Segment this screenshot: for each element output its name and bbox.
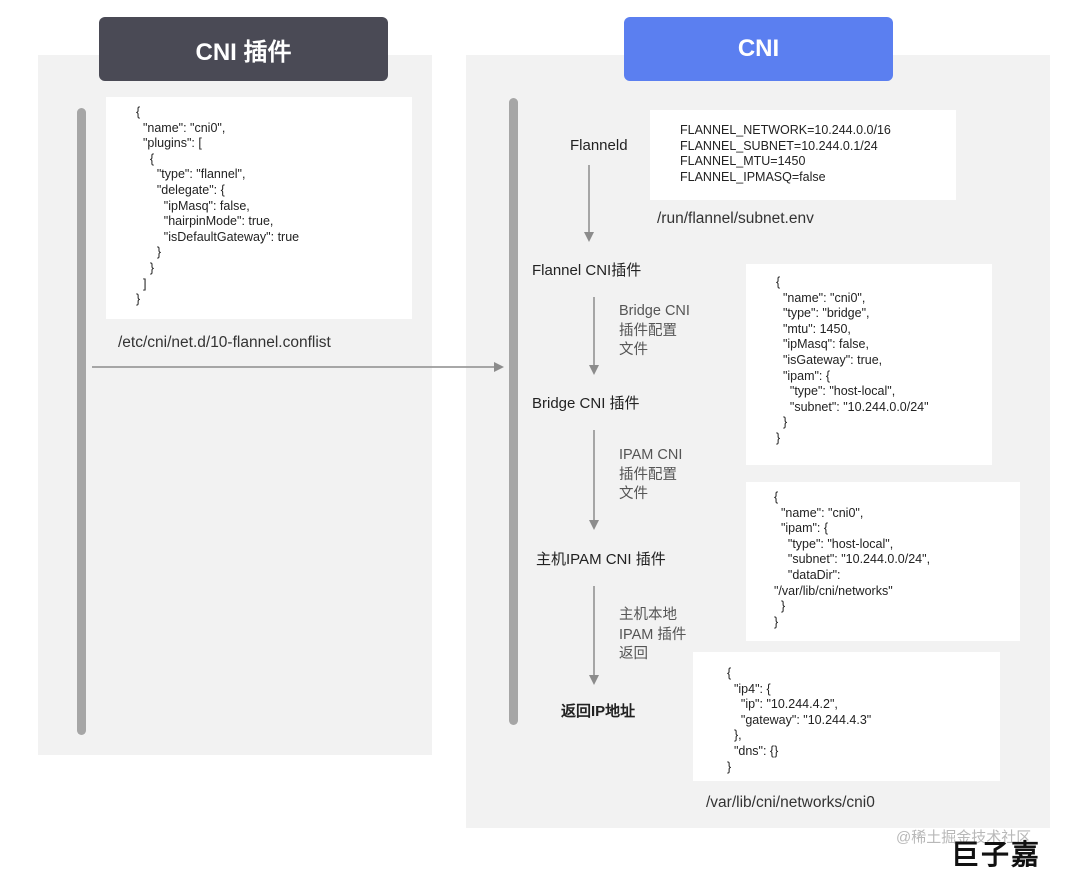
return-ip-address-label: 返回IP地址 <box>561 703 636 720</box>
subnet-env-path: /run/flannel/subnet.env <box>657 210 814 227</box>
cni-timeline-bar <box>509 98 518 725</box>
ipam-config-json: { "name": "cni0", "ipam": { "type": "hos… <box>746 482 1020 641</box>
cni-header: CNI <box>624 17 893 81</box>
subnet-env-box: FLANNEL_NETWORK=10.244.0.0/16 FLANNEL_SU… <box>650 110 956 200</box>
site-watermark: @稀土掘金技术社区 <box>896 829 1032 846</box>
flanneld-label: Flanneld <box>570 137 628 154</box>
ip-result-json: { "ip4": { "ip": "10.244.4.2", "gateway"… <box>693 652 1000 781</box>
flannel-conflist-path: /etc/cni/net.d/10-flannel.conflist <box>118 334 331 351</box>
host-ipam-cni-plugin-label: 主机IPAM CNI 插件 <box>536 551 666 568</box>
flannel-conflist-json: { "name": "cni0", "plugins": [ { "type":… <box>106 97 412 319</box>
ipam-config-note: IPAM CNI 插件配置 文件 <box>619 447 683 502</box>
cni-plugin-timeline-bar <box>77 108 86 735</box>
host-ipam-return-note: 主机本地 IPAM 插件 返回 <box>619 607 687 662</box>
ip-result-path: /var/lib/cni/networks/cni0 <box>706 794 875 811</box>
flannel-cni-plugin-label: Flannel CNI插件 <box>532 262 642 279</box>
author-watermark: 巨子嘉 <box>951 838 1042 871</box>
cni-plugin-header: CNI 插件 <box>99 17 388 81</box>
bridge-config-note: Bridge CNI 插件配置 文件 <box>619 303 690 358</box>
bridge-cni-plugin-label: Bridge CNI 插件 <box>532 395 640 412</box>
bridge-config-json: { "name": "cni0", "type": "bridge", "mtu… <box>746 264 992 465</box>
